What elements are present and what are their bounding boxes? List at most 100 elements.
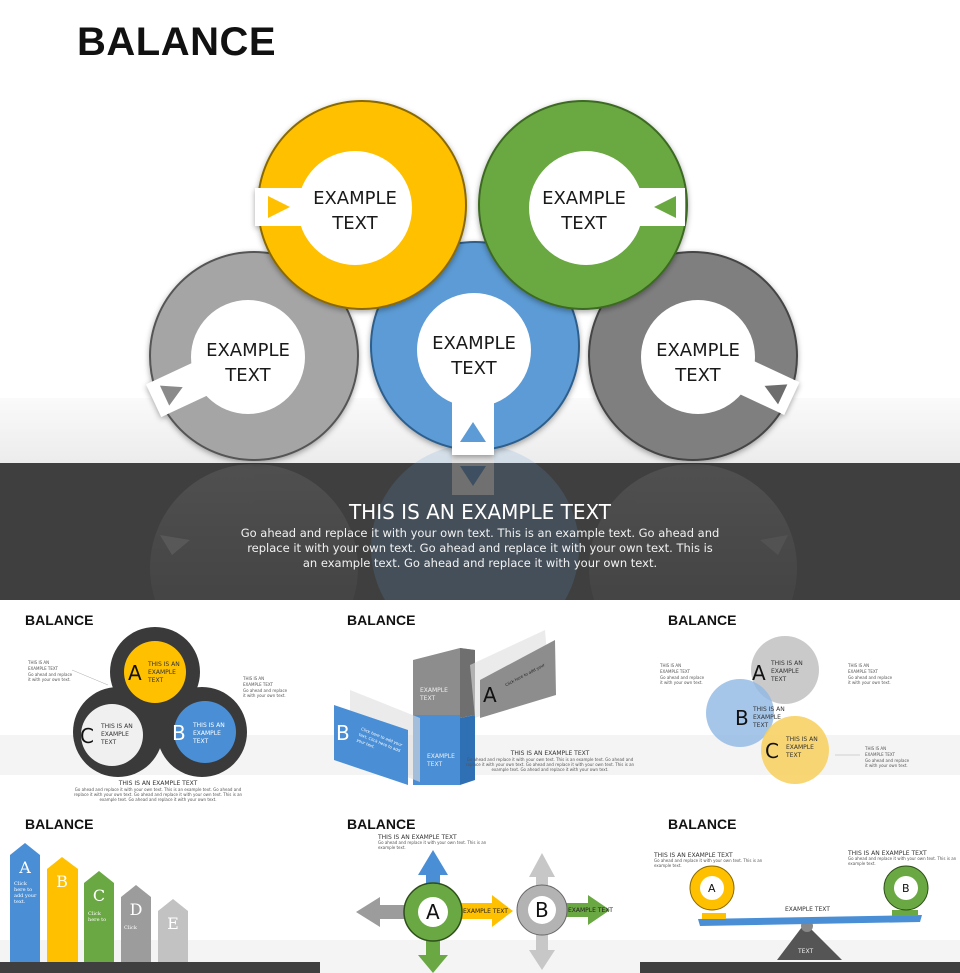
footer-body-3: example text. Go ahead and replace it wi…	[100, 797, 217, 802]
arrow-b[interactable]	[47, 857, 78, 962]
card-b-text-3: your text.	[356, 737, 376, 749]
letter-b: B	[902, 882, 910, 895]
arrow-a-text-2: here to	[14, 887, 32, 893]
thumbnail-4[interactable]: BALANCE A B C D E Click here to add your…	[0, 805, 320, 973]
arrow-d-text: Click	[124, 925, 138, 931]
arrow-right-green	[565, 895, 610, 925]
heading: THIS IS AN EXAMPLE TEXT	[377, 834, 457, 841]
footer-body-2: replace it with your own text. Go ahead …	[74, 792, 243, 797]
callout-bottom-2: EXAMPLE TEXT	[865, 752, 896, 757]
label-b-2: EXAMPLE	[753, 714, 781, 721]
label-b-2: EXAMPLE	[193, 730, 221, 737]
circle-gray-right-label-2: TEXT	[674, 365, 721, 386]
thumbnail-5[interactable]: BALANCE THIS IS AN EXAMPLE TEXT Go ahead…	[320, 805, 640, 973]
fulcrum-label: TEXT	[797, 948, 813, 955]
thumb-title: BALANCE	[25, 816, 93, 832]
body-left-1: Go ahead and replace it with your own te…	[654, 858, 763, 863]
callout-bottom-body: Go ahead and replace	[865, 758, 910, 763]
circle-b[interactable]	[174, 701, 236, 763]
arrow-c-text: Click	[88, 911, 102, 917]
label-c-2: EXAMPLE	[786, 744, 814, 751]
label-b: THIS IS AN	[192, 722, 225, 729]
body-left-2: example text.	[654, 863, 682, 868]
arrow-a[interactable]	[10, 843, 40, 962]
arrow-d[interactable]	[121, 885, 151, 962]
circle-gray-left[interactable]	[146, 251, 359, 461]
card-b[interactable]	[334, 705, 408, 785]
footer-body-1: Go ahead and replace it with your own te…	[467, 757, 634, 762]
callout-left-body-2: it with your own text.	[660, 680, 703, 685]
label-b-3: TEXT	[192, 738, 208, 745]
callout-left-body-2: it with your own text.	[28, 677, 71, 682]
arrow-down-green	[418, 940, 448, 973]
card-a[interactable]	[480, 640, 556, 718]
footer-body-3: example text. Go ahead and replace it wi…	[492, 767, 609, 772]
box-bottom	[413, 715, 460, 785]
box-bottom-label: EXAMPLE	[427, 753, 455, 760]
thumb-title: BALANCE	[668, 612, 736, 628]
callout-right-2: EXAMPLE TEXT	[848, 669, 879, 674]
callout-bottom-body-2: it with your own text.	[865, 763, 908, 768]
letter-c: C	[765, 739, 779, 763]
label-c: THIS IS AN	[100, 723, 133, 730]
circle-c[interactable]	[81, 704, 143, 766]
label-c-3: TEXT	[785, 752, 801, 759]
beam-label: EXAMPLE TEXT	[785, 906, 830, 913]
body-right-1: Go ahead and replace it with your own te…	[848, 856, 957, 861]
arrow-label-b: EXAMPLE TEXT	[568, 907, 613, 914]
arrow-c-text-2: here to	[88, 917, 106, 923]
circle-yellow[interactable]	[255, 100, 467, 310]
body-right-2: example text.	[848, 861, 876, 866]
circle-c[interactable]	[761, 716, 829, 784]
letter-a: A	[752, 661, 766, 685]
callout-right-body: Go ahead and replace	[243, 688, 288, 693]
circle-gray-left-label-2: TEXT	[224, 365, 271, 386]
heading-left: THIS IS AN EXAMPLE TEXT	[653, 852, 733, 859]
callout-bottom: THIS IS AN	[864, 746, 886, 751]
circle-gray-right-label-1: EXAMPLE	[656, 340, 740, 361]
arrow-e[interactable]	[158, 899, 188, 962]
label-c-2: EXAMPLE	[101, 731, 129, 738]
circle-blue[interactable]	[370, 241, 580, 455]
box-top-label: EXAMPLE	[420, 687, 448, 694]
letter-b: B	[56, 872, 68, 891]
fulcrum	[777, 923, 842, 960]
thumbnail-3[interactable]: BALANCE A B C THIS IS AN EXAMPLE TEXT TH…	[640, 600, 960, 805]
circle-gray-left-label-1: EXAMPLE	[206, 340, 290, 361]
callout-right-2: EXAMPLE TEXT	[243, 682, 274, 687]
label-c: THIS IS AN	[785, 736, 818, 743]
arrow-left-gray	[356, 897, 408, 927]
box-top	[413, 648, 475, 715]
circle-gray-right[interactable]	[588, 251, 800, 461]
arrow-a-text-3: add your	[14, 893, 37, 899]
thumb-title: BALANCE	[668, 816, 736, 832]
thumbnail-2[interactable]: BALANCE EXAMPLE TEXT EXAMPLE TEXT B Clic…	[320, 600, 640, 805]
letter-d: D	[130, 900, 143, 919]
footer-body-2: replace it with your own text. Go ahead …	[466, 762, 635, 767]
seesaw-beam	[698, 915, 922, 926]
callout-right: THIS IS AN	[847, 663, 869, 668]
letter-a: A	[128, 661, 142, 685]
circle-b[interactable]	[706, 679, 774, 747]
label-a: THIS IS AN	[147, 661, 180, 668]
body-1: Go ahead and replace it with your own te…	[378, 840, 487, 845]
callout-left-body: Go ahead and replace	[660, 675, 705, 680]
callout-left: THIS IS AN	[27, 660, 49, 665]
letter-a: A	[483, 683, 497, 707]
label-a-3: TEXT	[147, 677, 163, 684]
thumbnail-1[interactable]: BALANCE A B C THIS IS AN EXAMPLE TEXT TH…	[0, 600, 320, 805]
arrow-right-yellow	[460, 895, 513, 927]
heading-right: THIS IS AN EXAMPLE TEXT	[847, 850, 927, 857]
arrow-c[interactable]	[84, 871, 114, 962]
footer-title: THIS IS AN EXAMPLE TEXT	[118, 780, 198, 787]
balance-diagram: EXAMPLE TEXT EXAMPLE TEXT EXAMPLE TEXT E…	[146, 100, 800, 600]
thumbnail-6[interactable]: BALANCE THIS IS AN EXAMPLE TEXT Go ahead…	[640, 805, 960, 973]
label-a-2: EXAMPLE	[148, 669, 176, 676]
circle-green[interactable]	[478, 100, 688, 310]
thumb-title: BALANCE	[347, 816, 415, 832]
label-b-3: TEXT	[752, 722, 768, 729]
circle-a[interactable]	[751, 636, 819, 704]
circle-green-label-1: EXAMPLE	[542, 188, 626, 209]
circle-a[interactable]	[124, 641, 186, 703]
letter-e: E	[167, 914, 179, 933]
